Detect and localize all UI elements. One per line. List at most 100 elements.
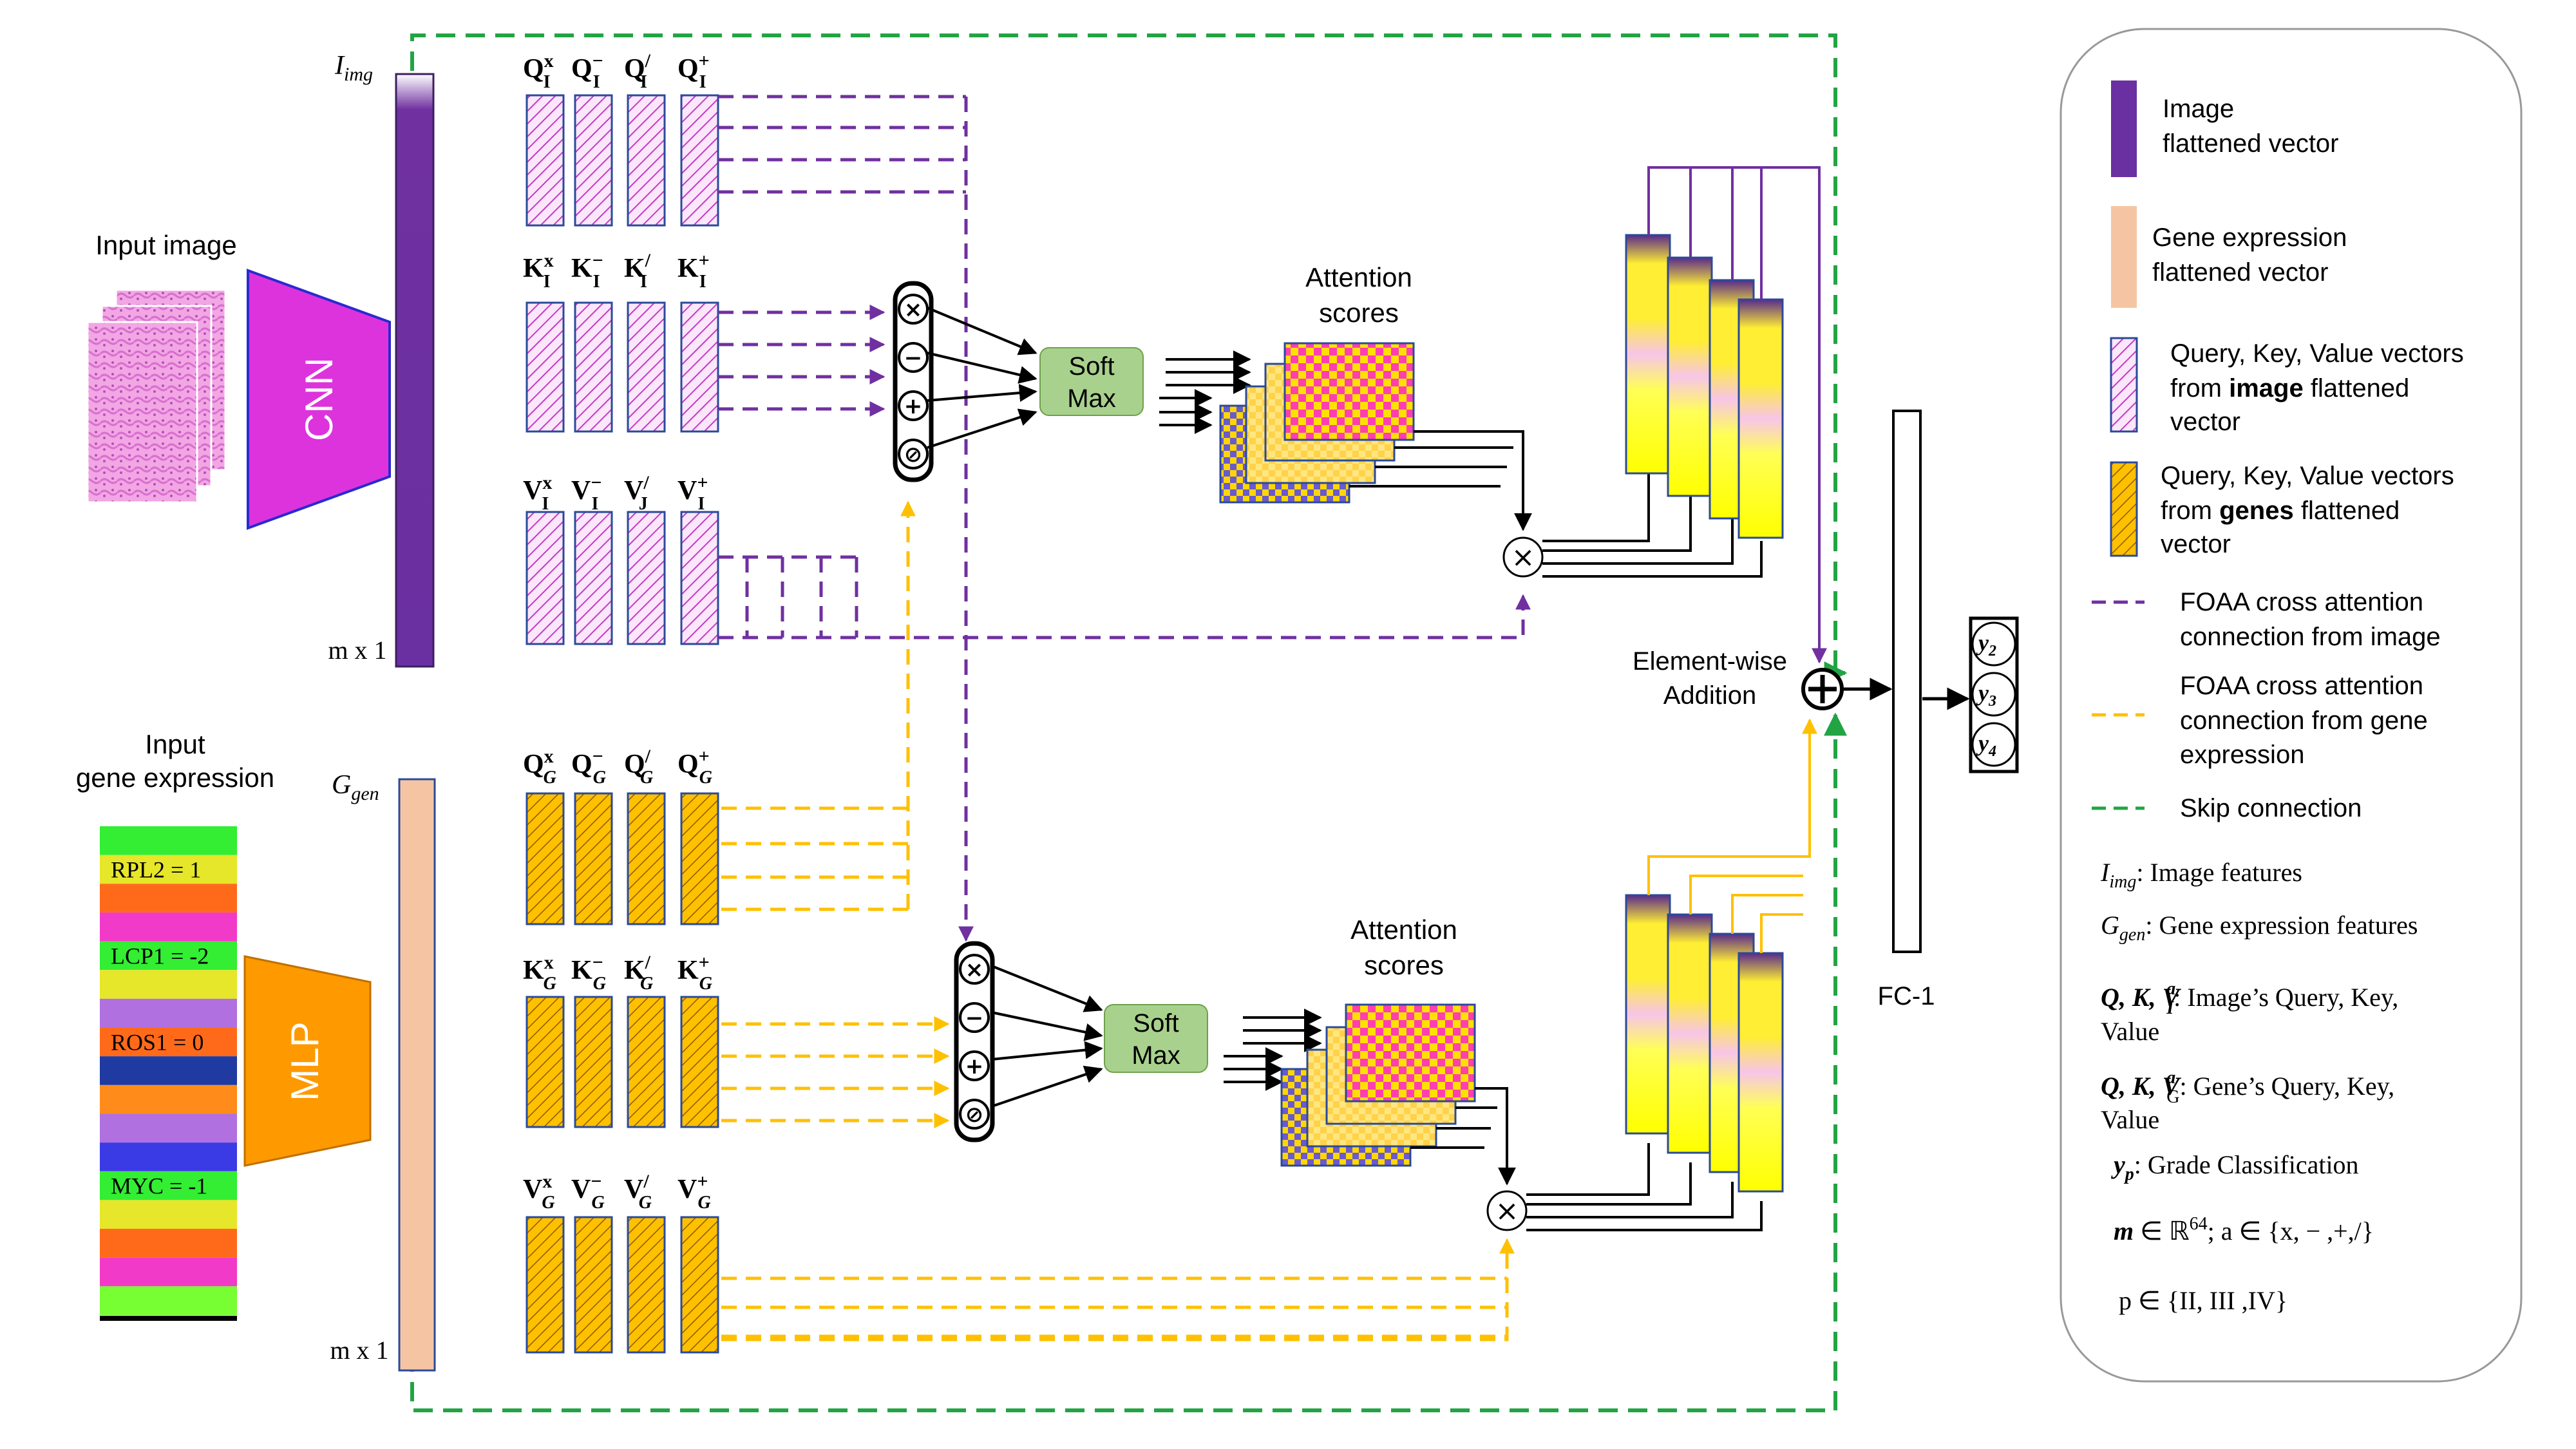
vector-label: K+I — [677, 250, 710, 292]
gene-q-vector — [627, 792, 666, 925]
vector-label-base: Q — [523, 750, 544, 779]
softmax-top-label-1: Soft — [1068, 352, 1114, 381]
vector-label-sub: I — [593, 72, 600, 92]
vector-label-sup: / — [645, 746, 651, 767]
legend-yp-text: : Grade Classification — [2134, 1150, 2359, 1179]
legend-qkv-i-sub: I — [2166, 998, 2174, 1018]
vector-label-base: V — [523, 1175, 542, 1204]
vector-label-sub: G — [699, 974, 712, 994]
legend-image-vector-text-2: flattened vector — [2163, 129, 2339, 158]
op-to-softmax-bottom — [991, 965, 1103, 1108]
softmax-top-label-2: Max — [1067, 384, 1116, 413]
attention-output-columns — [1625, 234, 1784, 1193]
vector-label-sub: I — [640, 272, 647, 292]
vector-label-sup: / — [645, 952, 651, 973]
gene-strip-band — [100, 941, 237, 971]
operator-box-frame — [954, 941, 995, 1142]
vector-label-sub: G — [593, 768, 606, 788]
gene-strip-band — [100, 1171, 237, 1200]
vector-label-sup: + — [699, 250, 710, 271]
operator-symbol: + — [965, 1054, 984, 1079]
vector-label-base: V — [677, 476, 697, 506]
operator-circle — [959, 1099, 990, 1130]
vector-label-sup: − — [592, 250, 603, 271]
gene-strip-label: ROS1 = 0 — [111, 1029, 204, 1055]
gene-v-vector — [526, 1216, 565, 1354]
gene-k-vector — [526, 996, 565, 1128]
legend-ggen-main: G — [2101, 911, 2119, 940]
gene-strip-band — [100, 912, 237, 942]
vector-label-base: Q — [677, 750, 699, 779]
attention-top-label-1: Attention — [1305, 262, 1412, 292]
fc-layer — [1892, 410, 1922, 953]
vector-label-base: Q — [624, 750, 645, 779]
legend-qkv-image-flat: flattened — [2304, 374, 2410, 402]
image-q-vector — [627, 94, 666, 227]
vector-label-sub: J — [639, 494, 648, 514]
gene-strip-band — [100, 826, 237, 855]
element-wise-addition-node — [1801, 668, 1844, 710]
gene-k-vector — [627, 996, 666, 1128]
softmax-to-attention-top — [1159, 350, 1251, 434]
operator-symbol: + — [904, 393, 923, 419]
operator-symbol: ⊘ — [904, 442, 923, 468]
gene-strip-band — [100, 1257, 237, 1287]
legend-foaa-image-text-1: FOAA cross attention — [2180, 588, 2423, 616]
attention-bottom-label-1: Attention — [1350, 914, 1457, 945]
legend-qkv-image-text-3: vector — [2170, 408, 2240, 436]
operator-symbol: ⊘ — [965, 1102, 984, 1128]
cnn-label: CNN — [298, 357, 341, 441]
image-v-vector — [526, 511, 565, 645]
vector-label-sub: G — [640, 768, 653, 788]
operator-symbol: × — [965, 957, 984, 983]
multiply-node-bottom-symbol: × — [1495, 1195, 1519, 1227]
output-node-sub: 4 — [1988, 743, 1996, 760]
i-img-label: Iimg — [334, 51, 373, 85]
element-wise-label-2: Addition — [1663, 681, 1757, 710]
multiply-node-top: × — [1502, 536, 1544, 578]
legend-foaa-gene-text-2: connection from gene — [2180, 706, 2428, 735]
vector-label-sub: G — [542, 1193, 554, 1213]
operator-symbol: − — [904, 345, 923, 371]
legend-qkv-gene-flat: flattened — [2294, 497, 2400, 525]
gene-strip-band — [100, 1229, 237, 1258]
vector-label: Q−G — [571, 746, 606, 788]
output-node-main: y — [1976, 630, 1989, 656]
vector-label-base: Q — [571, 54, 592, 84]
operator-circle — [959, 954, 990, 985]
operator-circle — [898, 342, 929, 373]
vector-label-sub: G — [697, 1193, 710, 1213]
gene-strip-band — [100, 1200, 237, 1229]
output-node — [1971, 722, 2016, 767]
softmax-top: Soft Max — [1039, 347, 1144, 416]
input-image-stack — [86, 289, 227, 504]
input-gene-label-2: gene expression — [76, 762, 274, 793]
foaa-image-connections — [718, 95, 1525, 934]
vector-label-sub: G — [544, 768, 556, 788]
gene-strip-label: RPL2 = 1 — [111, 857, 201, 882]
image-q-vector — [680, 94, 719, 227]
vector-label-sub: I — [699, 272, 706, 292]
vector-label-sub: G — [640, 974, 653, 994]
attention-to-multiply-bottom — [1410, 1087, 1516, 1186]
legend-ggen-sub: gen — [2119, 925, 2145, 945]
vector-label-sup: − — [591, 472, 601, 493]
output-node — [1971, 672, 2016, 717]
image-q-vector — [526, 94, 565, 227]
attention-output-column-top — [1625, 234, 1671, 475]
gene-k-vector — [680, 996, 719, 1128]
legend-skip-text: Skip connection — [2180, 794, 2362, 822]
image-k-vector — [574, 301, 613, 433]
vector-label-sub: I — [542, 494, 549, 514]
vector-label: K−G — [571, 952, 606, 994]
legend-gene-vector-text-2: flattened vector — [2152, 258, 2329, 287]
legend-skip: Skip connection — [2092, 794, 2362, 822]
gene-strip-band — [100, 884, 237, 913]
legend-qkv-image: Query, Key, Value vectors from image fla… — [2110, 337, 2464, 436]
vector-label-sub: G — [591, 1193, 604, 1213]
vector-label-base: V — [571, 1175, 591, 1204]
gene-strip-band — [100, 855, 237, 884]
